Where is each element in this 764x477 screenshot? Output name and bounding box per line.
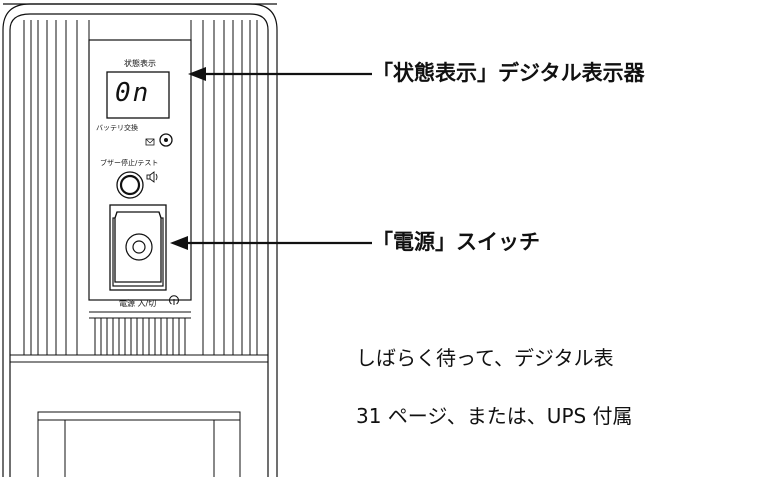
- lcd-readout: 0n: [115, 78, 151, 108]
- speaker-icon: [146, 171, 158, 183]
- instruction-line-1: しばらく待って、デジタル表: [356, 346, 614, 370]
- battery-icon: [145, 138, 155, 146]
- status-display-label: 状態表示: [124, 59, 156, 68]
- arrow-icon: [170, 67, 372, 250]
- battery-replace-label: バッテリ交換: [96, 124, 138, 132]
- instruction-line-2: 31 ページ、または、UPS 付属: [356, 404, 633, 428]
- power-switch-callout: 「電源」スイッチ: [372, 230, 540, 254]
- power-on-off-label: 電源 入/切: [119, 299, 157, 308]
- panel-bottom-grille: [89, 299, 191, 355]
- status-display-callout: 「状態表示」デジタル表示器: [372, 61, 645, 85]
- power-icon: [169, 295, 179, 305]
- lcd-display: [106, 71, 170, 119]
- buzzer-test-label: ブザー停止/テスト: [100, 159, 159, 167]
- ups-body: [2, 3, 278, 477]
